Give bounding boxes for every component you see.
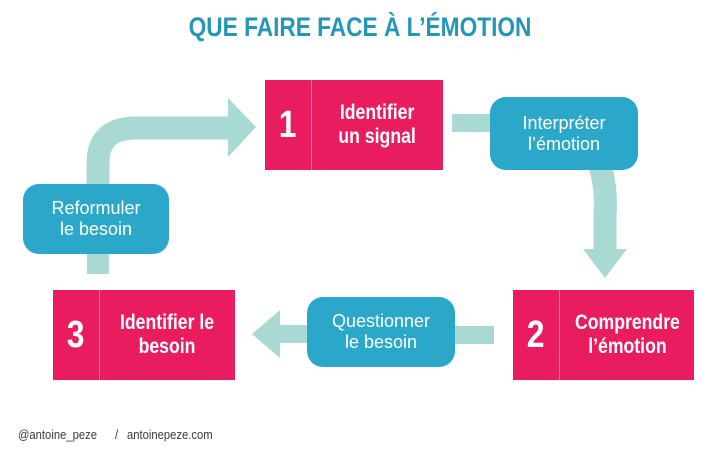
footer-handle: @antoine_peze	[18, 428, 97, 442]
step-2-number: 2	[513, 290, 560, 380]
action-reformuler-box: Reformuler le besoin	[23, 184, 169, 254]
step-1-box: 1 Identifier un signal	[265, 80, 443, 170]
step-1-label-text: Identifier un signal	[338, 101, 417, 148]
footer-separator: /	[114, 428, 118, 442]
step-3-label-text: Identifier le besoin	[120, 311, 215, 358]
step-2-label-text: Comprendre l’émotion	[574, 311, 680, 358]
connector-step2-to-questionner	[450, 326, 494, 344]
step-2-label: Comprendre l’émotion	[560, 290, 694, 380]
step-3-number-text: 3	[67, 313, 85, 356]
footer-website: antoinepeze.com	[127, 428, 213, 442]
step-3-box: 3 Identifier le besoin	[53, 290, 235, 380]
step-1-number-text: 1	[279, 103, 297, 146]
arrow-interpreter-to-step2-head	[583, 249, 627, 278]
arrow-interpreter-to-step2-shaft	[588, 162, 617, 250]
connector-step1-to-interpreter	[452, 114, 500, 132]
step-2-number-text: 2	[527, 313, 545, 356]
connector-reformuler-to-step3	[87, 248, 109, 274]
footer-credit: @antoine_peze / antoinepeze.com	[18, 428, 222, 442]
action-interpreter-label: Interpréter l’émotion	[522, 112, 606, 154]
step-2-box: 2 Comprendre l’émotion	[513, 290, 694, 380]
action-reformuler-label: Reformuler le besoin	[51, 198, 141, 239]
arrow-reformuler-to-step1-shaft	[86, 116, 228, 215]
arrow-reformuler-to-step1-head	[228, 98, 256, 157]
step-3-label: Identifier le besoin	[100, 290, 235, 380]
page-title-text: QUE FAIRE FACE À L’ÉMOTION	[188, 12, 532, 42]
step-1-label: Identifier un signal	[312, 80, 443, 170]
action-questionner-label: Questionner le besoin	[331, 311, 431, 352]
arrow-questionner-to-step3-head	[252, 310, 280, 358]
action-questionner-box: Questionner le besoin	[307, 297, 455, 367]
page-title: QUE FAIRE FACE À L’ÉMOTION	[0, 12, 720, 43]
step-3-number: 3	[53, 290, 100, 380]
arrow-questionner-to-step3-shaft	[278, 325, 312, 343]
action-interpreter-box: Interpréter l’émotion	[490, 97, 638, 170]
step-1-number: 1	[265, 80, 312, 170]
